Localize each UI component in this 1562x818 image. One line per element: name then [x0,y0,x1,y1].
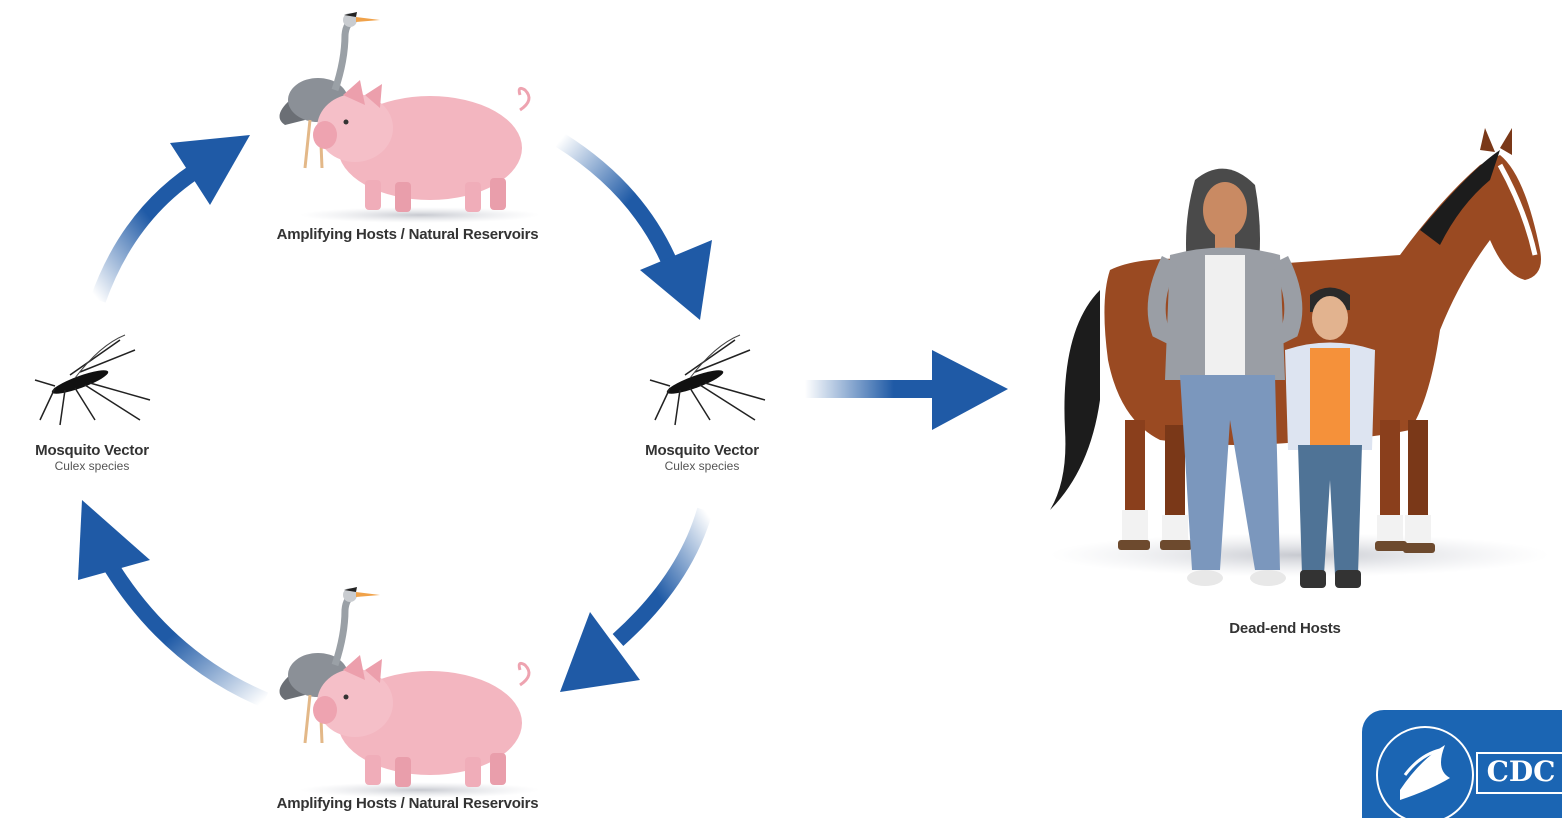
pig-icon [313,80,529,212]
amplifying-hosts-bottom-label: Amplifying Hosts / Natural Reservoirs [215,795,600,812]
dead-end-hosts-illustration [1050,128,1550,588]
arrow-bottom-left [78,500,265,700]
mosquito-vector-right-species: Culex species [610,459,794,473]
mosquito-vector-left-title: Mosquito Vector [0,442,184,459]
arrow-to-dead-end [805,350,1008,430]
pig-icon [313,655,529,787]
mosquito-vector-left-label: Mosquito Vector Culex species [0,442,184,473]
mosquito-vector-left-species: Culex species [0,459,184,473]
amplifying-hosts-bottom-illustration [280,587,540,798]
dead-end-hosts-label: Dead-end Hosts [1185,620,1385,637]
arrow-top-left [98,135,250,300]
mosquito-vector-right-label: Mosquito Vector Culex species [610,442,794,473]
arrow-bottom-right [560,510,705,692]
horse-icon [1050,128,1541,553]
mosquito-vector-right-title: Mosquito Vector [610,442,794,459]
amplifying-hosts-top-label: Amplifying Hosts / Natural Reservoirs [215,226,600,243]
amplifying-hosts-top-illustration [280,12,540,223]
cdc-logo-text: CDC [1478,755,1562,788]
mosquito-right-icon [650,335,765,425]
mosquito-left-icon [35,335,150,425]
